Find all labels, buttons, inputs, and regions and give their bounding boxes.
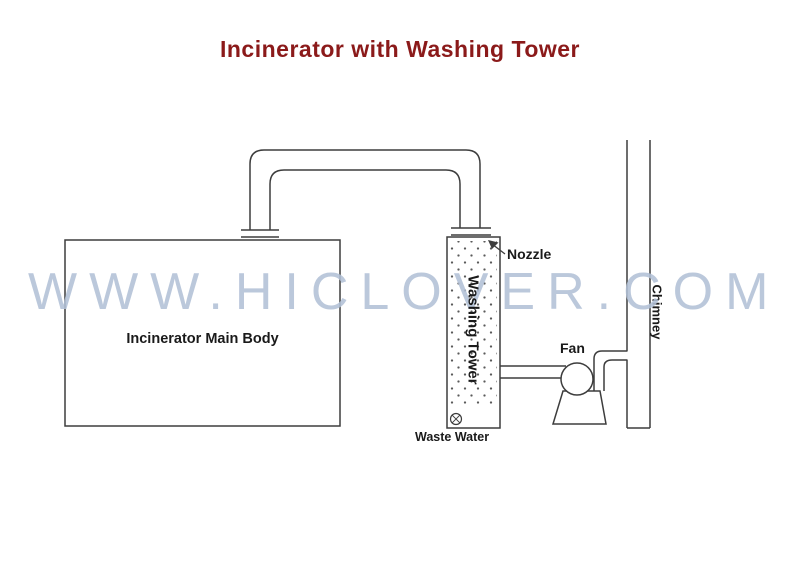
nozzle-label: Nozzle xyxy=(507,246,552,262)
drain-icon xyxy=(449,412,463,426)
fan-base xyxy=(551,390,607,425)
washing-tower-packing-dots xyxy=(450,241,497,407)
fan-impeller-circle xyxy=(560,362,594,396)
fan-outlet-outer-line xyxy=(593,350,628,391)
fan-outlet-inner-line xyxy=(603,359,628,391)
fan xyxy=(551,362,607,425)
tower-to-fan-duct xyxy=(500,365,566,379)
page-title: Incinerator with Washing Tower xyxy=(219,36,581,62)
washing-tower-label: Washing Tower xyxy=(464,275,482,385)
flue-duct xyxy=(241,149,491,238)
washing-tower xyxy=(446,236,506,429)
chimney-stack xyxy=(626,140,651,429)
flue-duct-inner-line xyxy=(269,169,461,230)
incinerator-body-outline xyxy=(64,239,341,427)
flue-duct-outer-line xyxy=(249,149,481,230)
fan-label: Fan xyxy=(560,340,585,356)
watermark-text: WWW.HICLOVER.COM xyxy=(28,263,781,321)
waste-water-label: Waste Water xyxy=(415,430,490,444)
incinerator-label: Incinerator Main Body xyxy=(126,331,279,347)
nozzle-arrow-icon xyxy=(488,240,506,255)
fan-to-chimney-duct xyxy=(593,350,628,391)
